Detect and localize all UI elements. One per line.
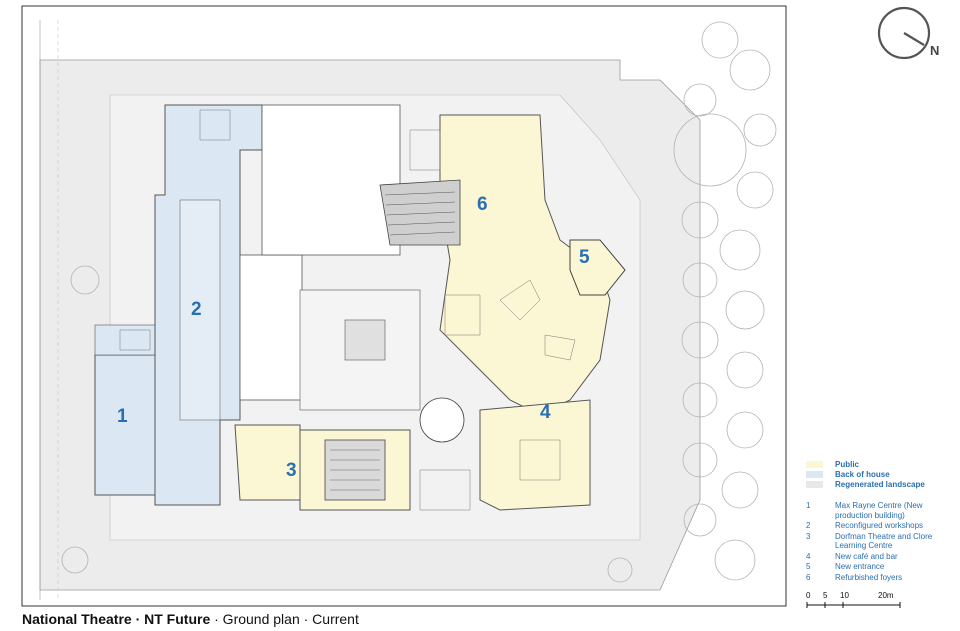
back-of-house-blocks (94, 104, 421, 506)
plan-caption: National Theatre · NT Future · Ground pl… (22, 611, 359, 627)
legend-key-back-of-house: Back of house (806, 469, 956, 479)
scale-ticks: 0 5 10 20m (806, 591, 901, 601)
legend-item-text: New entrance (835, 562, 885, 571)
scale-bar: 0 5 10 20m (806, 591, 901, 610)
zone-number-5: 5 (579, 247, 590, 268)
legend-item: 1 Max Rayne Centre (New production buildi… (806, 501, 956, 520)
legend-key-regenerated-landscape: Regenerated landscape (806, 479, 956, 489)
new-entrance-outline (569, 239, 626, 296)
legend-item-number: 3 (806, 531, 811, 541)
legend-key-public: Public (806, 459, 956, 469)
scale-tick-label: 20m (878, 591, 894, 600)
legend-item-text: New café and bar (835, 551, 898, 561)
zone-number-2: 2 (191, 299, 202, 320)
legend-item: 4 New café and bar (806, 552, 956, 562)
legend-item-number: 6 (806, 572, 811, 582)
zone-number-1: 1 (117, 406, 128, 427)
landscape-swatch (806, 480, 823, 488)
public-swatch (806, 460, 823, 468)
back-of-house-swatch (806, 470, 823, 478)
legend-key-label: Back of house (835, 469, 890, 479)
north-label: N (930, 43, 940, 58)
scale-tick-label: 5 (823, 591, 828, 600)
legend-item-text: Max Rayne Centre (New production buildin… (835, 501, 923, 520)
legend-key-label: Regenerated landscape (835, 479, 925, 489)
caption-title: National Theatre · NT Future (22, 611, 211, 627)
scale-bar-line (806, 602, 901, 608)
zone-number-3: 3 (286, 460, 297, 481)
caption-subtitle: · Ground plan · Current (210, 611, 359, 627)
legend-item-number: 2 (806, 521, 811, 530)
legend-item-number: 1 (806, 501, 811, 510)
north-arrow-icon (877, 6, 931, 60)
trees (61, 21, 777, 583)
legend-item-text: Reconfigured workshops (835, 521, 924, 530)
legend-items: 1 Max Rayne Centre (New production buildi… (806, 501, 956, 582)
room-lines (119, 109, 576, 511)
zone-number-4: 4 (540, 402, 551, 423)
zone-number-6: 6 (477, 194, 488, 215)
legend-item: 3 Dorfman Theatre and Clore Learning Cent… (806, 532, 956, 551)
legend: Public Back of house Regenerated landsca… (806, 459, 956, 583)
scale-tick-label: 10 (840, 591, 849, 600)
zone-numbers: 1 2 3 4 5 6 (117, 194, 590, 481)
legend-item: 6 Refurbished foyers (806, 573, 956, 583)
scale-tick-label: 0 (806, 591, 811, 600)
legend-item-text: Dorfman Theatre and Clore Learning Centr… (835, 531, 933, 551)
auditoria (324, 179, 465, 501)
legend-item: 5 New entrance (806, 562, 956, 572)
legend-item: 2 Reconfigured workshops (806, 521, 956, 531)
legend-item-number: 5 (806, 562, 811, 571)
legend-item-number: 4 (806, 551, 811, 561)
legend-item-text: Refurbished foyers (835, 572, 903, 582)
legend-key-label: Public (835, 459, 860, 469)
